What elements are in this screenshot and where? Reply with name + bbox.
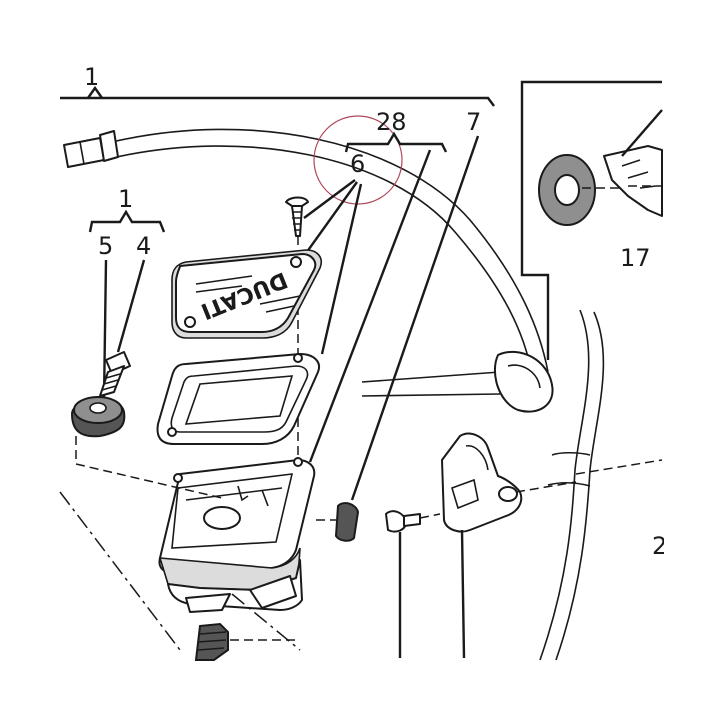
axis-bottom-fitting: [59, 491, 181, 651]
grommet-5: [70, 396, 126, 438]
hose-grommet: [493, 350, 554, 413]
callout-28: 28: [376, 108, 407, 136]
reservoir-body: [158, 457, 316, 613]
bottom-crop-mask: [0, 662, 720, 720]
right-crop-mask: [664, 0, 720, 720]
leaders-6: [303, 135, 480, 501]
callout-17: 17: [620, 244, 651, 272]
screw-4: [99, 351, 131, 397]
diaphragm-gasket: [156, 353, 320, 445]
callout-5: 5: [98, 232, 113, 260]
cover-screw: [285, 196, 309, 237]
callout-4: 4: [136, 232, 151, 260]
callout-6: 6: [350, 150, 365, 178]
bottom-fitting: [194, 622, 300, 661]
reservoir-cover: DUCATI: [171, 249, 322, 339]
group-bracket-28: [344, 131, 448, 153]
cover-text-lines: [195, 275, 301, 313]
seal-7: [316, 502, 360, 542]
brake-hose: [63, 128, 549, 376]
detail-inset-box: [520, 80, 663, 360]
callout-1-left: 1: [118, 185, 133, 213]
right-hoses: [361, 309, 605, 661]
leader-4: [116, 259, 146, 353]
highlight-circle: [313, 115, 403, 205]
group-bracket-top: [60, 85, 495, 107]
axis-right: [575, 459, 663, 475]
callout-7: 7: [466, 108, 481, 136]
leader-5: [102, 259, 108, 401]
screw-27: [385, 510, 441, 658]
clip-bracket-26: [441, 432, 577, 659]
callout-2: 2: [652, 532, 667, 560]
callout-1-top: 1: [84, 63, 99, 91]
axis-grommet-to-body: [75, 436, 223, 499]
group-bracket-left: [88, 209, 166, 233]
